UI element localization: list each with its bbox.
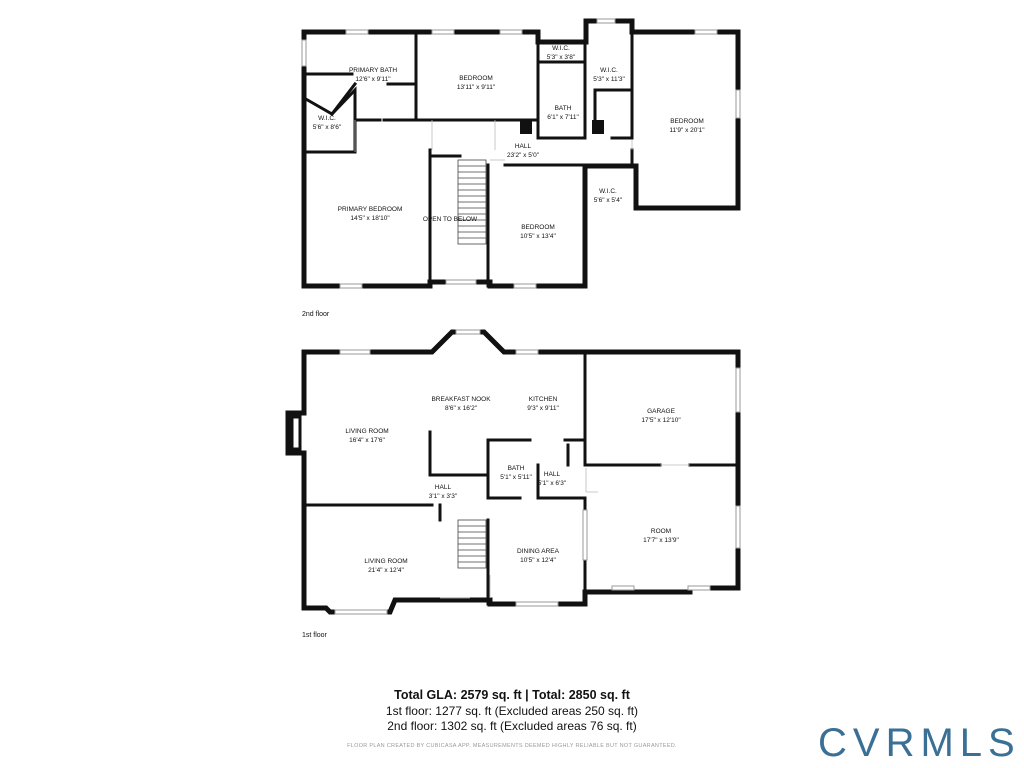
first-floor-interior-walls [302, 350, 740, 606]
first-floor-room-labels: BREAKFAST NOOK 8'6" x 16'2" KITCHEN 9'3"… [345, 396, 681, 574]
second-floor-interior-walls [301, 30, 634, 288]
logo-text: CVRMLS [818, 721, 1021, 762]
room-dim-bedroom-b: 11'9" x 20'1" [669, 127, 705, 134]
room-dim-hall-2: 23'2" x 5'0" [507, 152, 540, 159]
room-dim-wic-c: 5'6" x 5'4" [594, 197, 623, 204]
room-name-room: ROOM [651, 528, 671, 535]
first-floor-doors [440, 464, 690, 599]
room-dim-hall-1a: 3'1" x 3'3" [429, 493, 458, 500]
room-name-bath-1: BATH [508, 465, 525, 472]
room-name-bedroom-c: BEDROOM [521, 224, 555, 231]
room-dim-bath-1: 5'1" x 5'11" [500, 474, 532, 481]
second-floor-staircase [457, 159, 487, 245]
room-name-primary-bath: PRIMARY BATH [349, 67, 397, 74]
room-dim-bedroom-c: 10'5" x 13'4" [520, 233, 556, 240]
bath-vanity-block-right [592, 120, 604, 134]
room-dim-room: 17'7" x 13'9" [643, 537, 679, 544]
second-floor-label: 2nd floor [302, 311, 330, 318]
room-dim-primary-bedroom: 14'5" x 18'10" [350, 215, 390, 222]
second-floor-doors [354, 120, 633, 161]
disclaimer-text: FLOOR PLAN CREATED BY CUBICASA APP. MEAS… [347, 743, 677, 749]
room-dim-wic-b: 5'3" x 11'3" [593, 76, 625, 83]
room-name-bath-2: BATH [555, 105, 572, 112]
room-name-primary-bedroom: PRIMARY BEDROOM [338, 206, 403, 213]
room-dim-garage: 17'5" x 12'10" [641, 417, 681, 424]
room-name-breakfast-nook: BREAKFAST NOOK [431, 396, 491, 403]
room-name-hall-1b: HALL [544, 471, 561, 478]
room-name-bedroom-b: BEDROOM [670, 118, 704, 125]
room-name-wic-c: W.I.C. [599, 188, 617, 195]
room-dim-wic-a: 5'3" x 3'8" [547, 54, 576, 61]
room-name-bedroom-a: BEDROOM [459, 75, 493, 82]
total-area-summary: Total GLA: 2579 sq. ft | Total: 2850 sq.… [394, 688, 630, 702]
room-dim-bedroom-a: 13'11" x 9'11" [457, 84, 496, 91]
first-floor-area-summary: 1st floor: 1277 sq. ft (Excluded areas 2… [385, 704, 639, 718]
room-name-open-to-below: OPEN TO BELOW [423, 216, 478, 223]
first-floor-exterior-walls [285, 329, 741, 615]
room-name-dining-area: DINING AREA [517, 548, 560, 555]
room-dim-dining-area: 10'5" x 12'4" [520, 557, 556, 564]
first-floor-plan: BREAKFAST NOOK 8'6" x 16'2" KITCHEN 9'3"… [285, 329, 741, 639]
room-dim-breakfast-nook: 8'6" x 16'2" [445, 405, 478, 412]
room-name-wic-b: W.I.C. [600, 67, 618, 74]
room-dim-primary-bath: 12'6" x 9'11" [355, 76, 391, 83]
first-floor-windows [334, 329, 741, 615]
bath-vanity-block-left [520, 120, 532, 134]
room-name-garage: GARAGE [647, 408, 675, 415]
second-floor-plan: PRIMARY BATH 12'6" x 9'11" BEDROOM 13'11… [301, 18, 741, 318]
room-dim-living-room-a: 16'4" x 17'6" [349, 437, 385, 444]
room-dim-kitchen: 9'3" x 9'11" [527, 405, 559, 412]
room-dim-living-room-b: 21'4" x 12'4" [368, 567, 404, 574]
room-name-hall-1a: HALL [435, 484, 452, 491]
room-dim-wic-primary: 5'6" x 8'6" [313, 124, 342, 131]
room-name-living-room-b: LIVING ROOM [364, 558, 407, 565]
second-floor-room-labels: PRIMARY BATH 12'6" x 9'11" BEDROOM 13'11… [313, 45, 705, 240]
first-floor-staircase [457, 519, 487, 569]
second-floor-area-summary: 2nd floor: 1302 sq. ft (Excluded areas 7… [387, 719, 637, 733]
room-name-wic-a: W.I.C. [552, 45, 570, 52]
room-name-kitchen: KITCHEN [529, 396, 558, 403]
cvrmls-logo: CVRMLS [818, 721, 1021, 762]
second-floor-windows [301, 18, 741, 289]
room-dim-bath-2: 6'1" x 7'11" [547, 114, 579, 121]
room-dim-hall-1b: 5'1" x 6'3" [538, 480, 567, 487]
room-name-hall-2: HALL [515, 143, 532, 150]
first-floor-label: 1st floor [302, 632, 328, 639]
room-name-wic-primary: W.I.C. [318, 115, 336, 122]
room-name-living-room-a: LIVING ROOM [345, 428, 388, 435]
